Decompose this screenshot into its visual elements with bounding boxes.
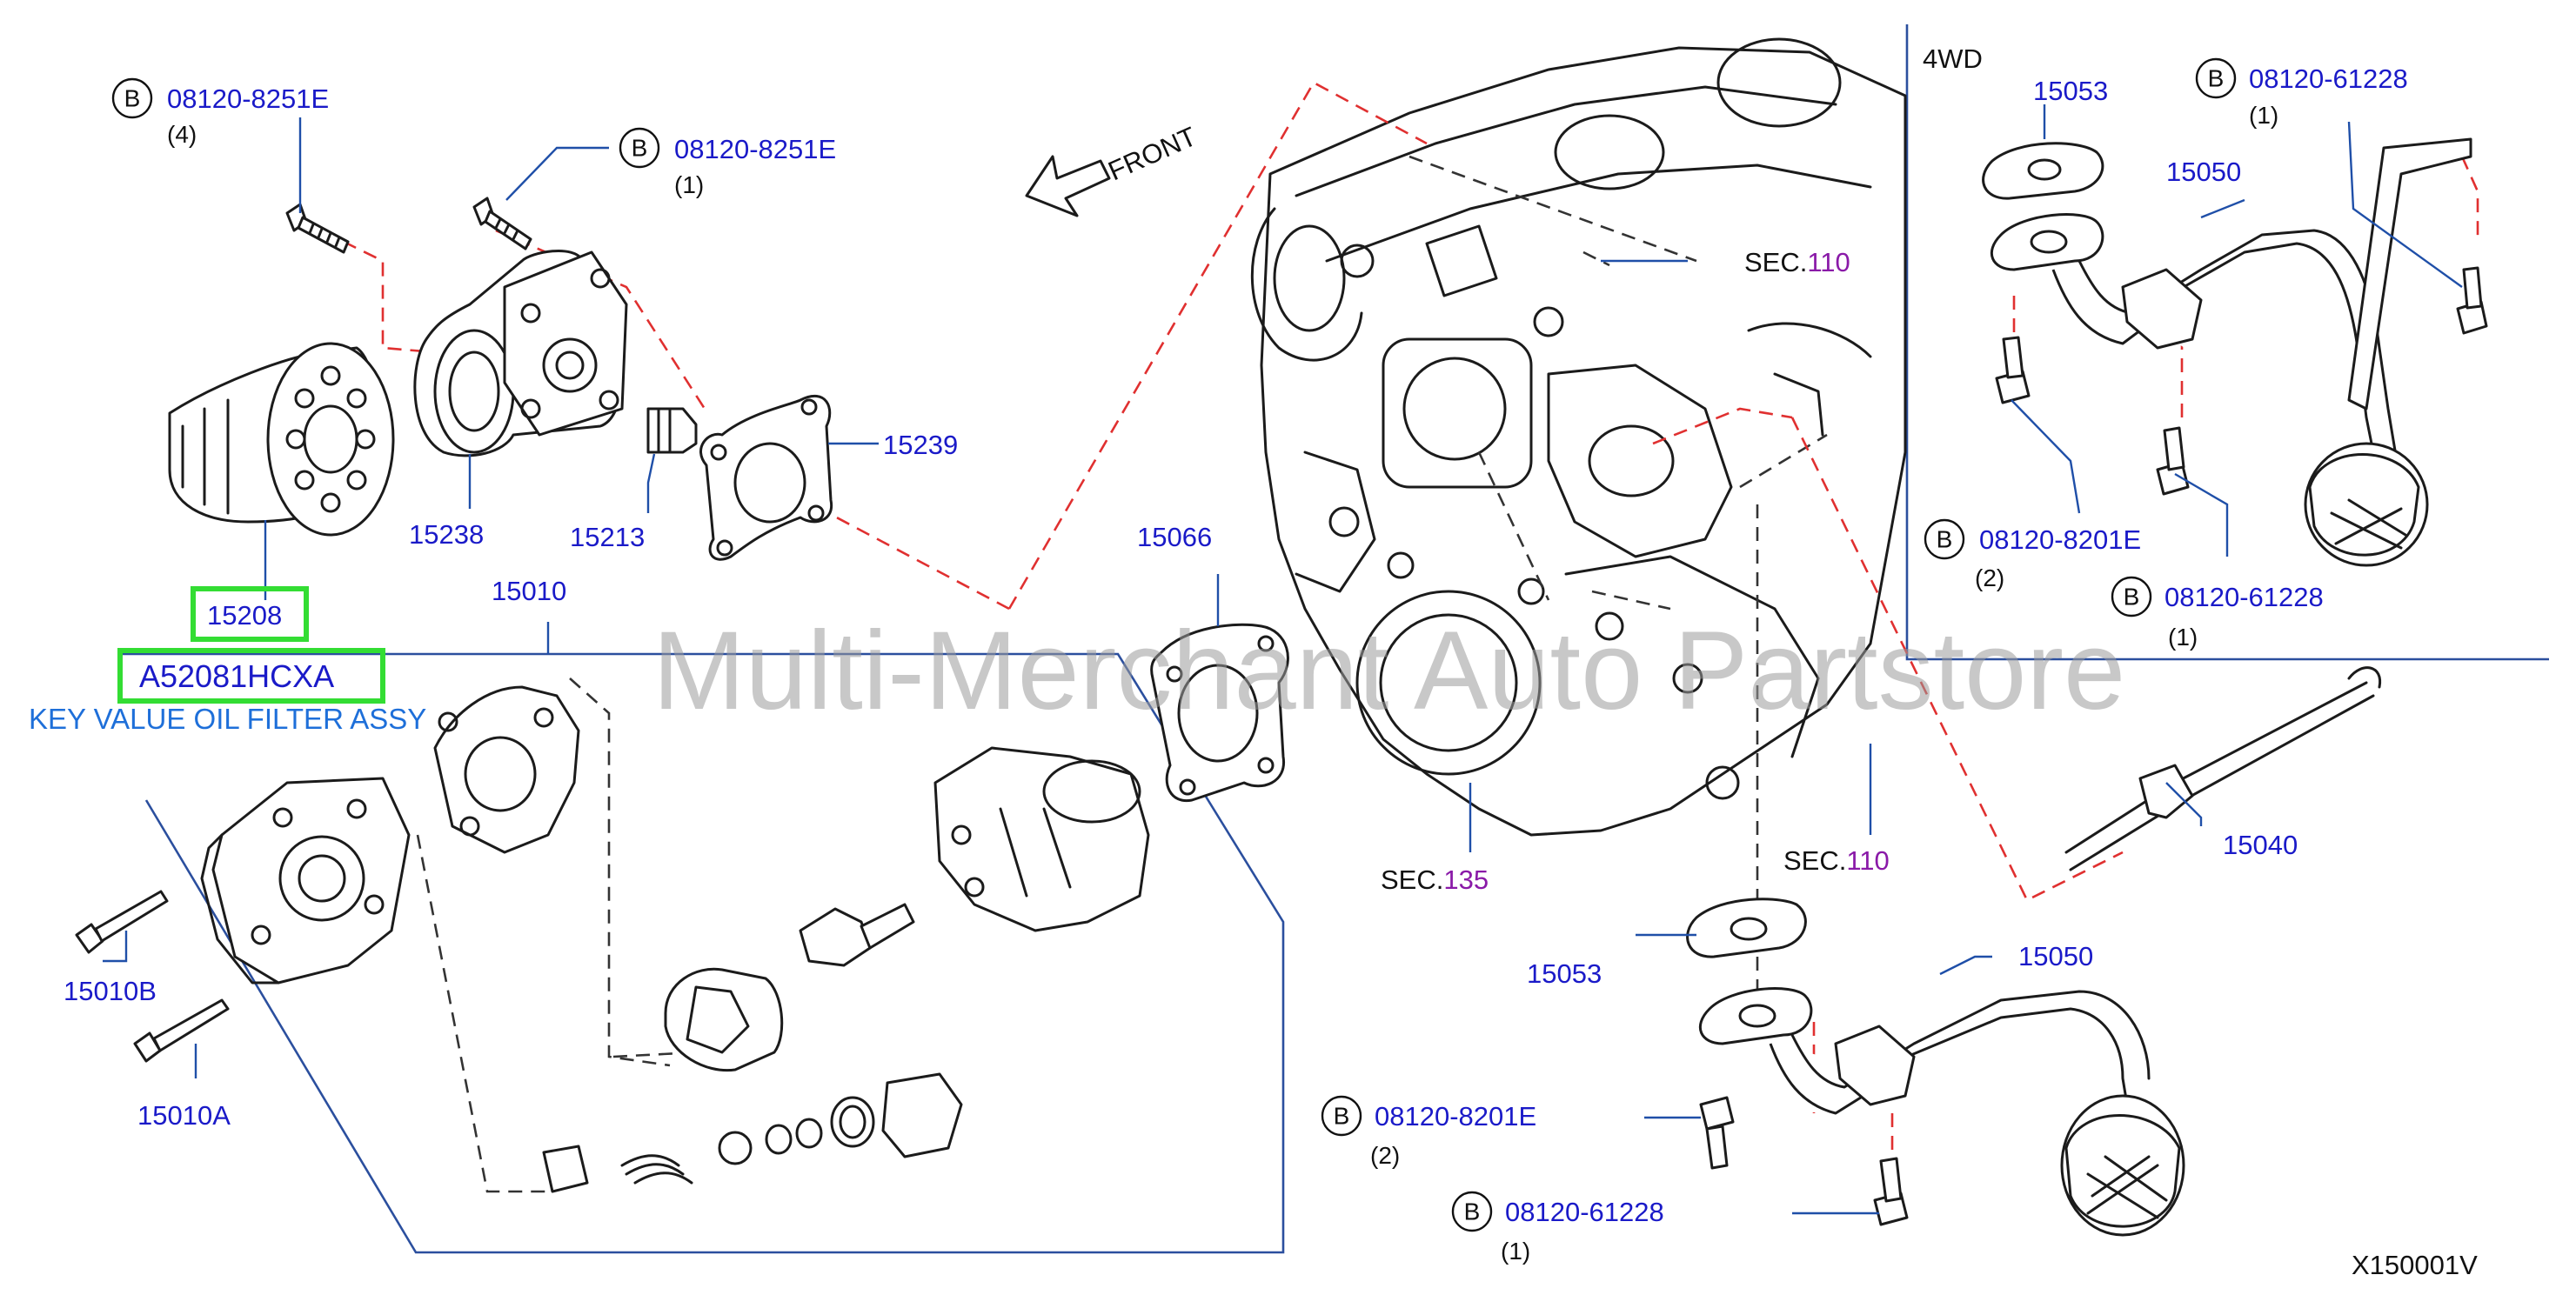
front-label: FRONT (1104, 121, 1201, 186)
oil-filter-drawing (168, 342, 395, 537)
callout-bolt-4wd-3: B 08120-61228 (1) (2111, 576, 2324, 651)
callout-bolt-top-mid: B 08120-8251E (1) (619, 127, 836, 198)
bolt-4wd-3-number[interactable]: 08120-61228 (2165, 582, 2324, 612)
callout-bolt-main-2: B 08120-61228 (1) (1451, 1191, 1664, 1265)
part-number-15050-main[interactable]: 15050 (2018, 941, 2093, 971)
bolt-main-2-number[interactable]: 08120-61228 (1505, 1197, 1664, 1227)
callout-bolt-top-left: B 08120-8251E (4) (111, 77, 329, 148)
relief-valve-drawing (646, 407, 698, 454)
aftermarket-code[interactable]: A52081HCXA (139, 658, 334, 694)
leader-lines (264, 104, 2463, 1215)
bolt-marker-letter: B (124, 85, 141, 112)
part-15208-highlight (191, 586, 309, 642)
bolt-main-1-qty: (2) (1370, 1142, 1400, 1169)
part-number-15050-4wd[interactable]: 15050 (2166, 157, 2241, 187)
bolt-4wd-3-qty: (1) (2168, 624, 2198, 651)
section-ref-110-bottom[interactable]: SEC.110 (1783, 845, 1890, 876)
bolt-4wd-2-qty: (2) (1975, 564, 2004, 591)
bolt-marker-icon (619, 127, 660, 169)
callout-bolt-4wd-2: B 08120-8201E (2) (1924, 518, 2141, 591)
bolt-marker-icon (111, 77, 153, 119)
bolt-marker-icon (1321, 1095, 1362, 1137)
bolt-main-1-number[interactable]: 08120-8201E (1375, 1101, 1536, 1131)
callout-bolt-main-1: B 08120-8201E (2) (1321, 1095, 1536, 1169)
bolt-main-2-qty: (1) (1501, 1238, 1530, 1265)
section-number: 110 (1846, 845, 1889, 876)
part-number-15066[interactable]: 15066 (1137, 522, 1212, 552)
bolt-top-left-qty: (4) (167, 121, 197, 148)
part-number-15238[interactable]: 15238 (409, 519, 484, 550)
bolt-marker-icon (2195, 57, 2237, 99)
bolt-top-left-number[interactable]: 08120-8251E (167, 83, 329, 114)
bolt-4wd-1-qty: (1) (2249, 102, 2278, 129)
bolt-4wd-1-number[interactable]: 08120-61228 (2249, 63, 2408, 94)
part-number-15053-4wd[interactable]: 15053 (2033, 76, 2108, 106)
filter-housing-drawing (413, 249, 628, 457)
variant-4wd-label: 4WD (1923, 43, 1983, 74)
part-number-15040[interactable]: 15040 (2223, 830, 2298, 860)
bolt-marker-letter: B (2208, 65, 2225, 92)
bolt-top-mid-number[interactable]: 08120-8251E (674, 134, 836, 164)
section-ref-135[interactable]: SEC.135 (1381, 864, 1489, 895)
oil-strainer-main-drawing (1686, 898, 2185, 1237)
section-prefix: SEC. (1744, 247, 1807, 277)
bolt-marker-letter: B (1464, 1198, 1481, 1225)
aftermarket-code-highlight (117, 648, 385, 704)
bolt-4wd-2-number[interactable]: 08120-8201E (1979, 524, 2141, 555)
bolt-marker-icon (1924, 518, 1965, 560)
watermark: Multi-Merchant Auto Partstore (652, 609, 2125, 733)
section-prefix: SEC. (1783, 845, 1846, 876)
section-prefix: SEC. (1381, 864, 1443, 895)
section-number: 135 (1443, 864, 1489, 895)
oil-strainer-4wd-drawing (1982, 137, 2488, 567)
diagram-code: X150001V (2352, 1250, 2478, 1280)
gasket-15239-drawing (699, 394, 833, 561)
bolt-top-mid-qty: (1) (674, 171, 704, 198)
front-arrow-icon (1025, 155, 1111, 217)
part-number-15053-main[interactable]: 15053 (1527, 958, 1602, 989)
part-number-15010[interactable]: 15010 (492, 576, 566, 606)
oil-pump-assy-drawing (75, 685, 1150, 1193)
section-ref-110-top[interactable]: SEC.110 (1744, 247, 1850, 277)
part-number-15010a[interactable]: 15010A (137, 1100, 231, 1131)
oil-filter-callout: 15208 A52081HCXA KEY VALUE OIL FILTER AS… (29, 586, 426, 735)
bolt-marker-letter: B (2124, 584, 2140, 611)
part-number-15208[interactable]: 15208 (207, 600, 282, 631)
part-number-15010b[interactable]: 15010B (64, 976, 157, 1006)
engine-block-drawing (1250, 37, 1907, 837)
bolt-marker-icon (1451, 1191, 1493, 1232)
section-number: 110 (1807, 247, 1850, 277)
part-number-15213[interactable]: 15213 (570, 522, 645, 552)
bolt-marker-letter: B (1334, 1103, 1350, 1130)
part-number-15239[interactable]: 15239 (883, 430, 958, 460)
bolt-marker-letter: B (1937, 526, 1953, 553)
callout-bolt-4wd-1: B 08120-61228 (1) (2195, 57, 2408, 129)
gasket-15066-drawing (1150, 623, 1289, 803)
part-description: KEY VALUE OIL FILTER ASSY (29, 703, 426, 735)
bolt-drawings-top (285, 197, 532, 254)
bolt-marker-letter: B (632, 135, 648, 162)
bolt-marker-icon (2111, 576, 2152, 617)
diagram-frames (122, 24, 2549, 1254)
